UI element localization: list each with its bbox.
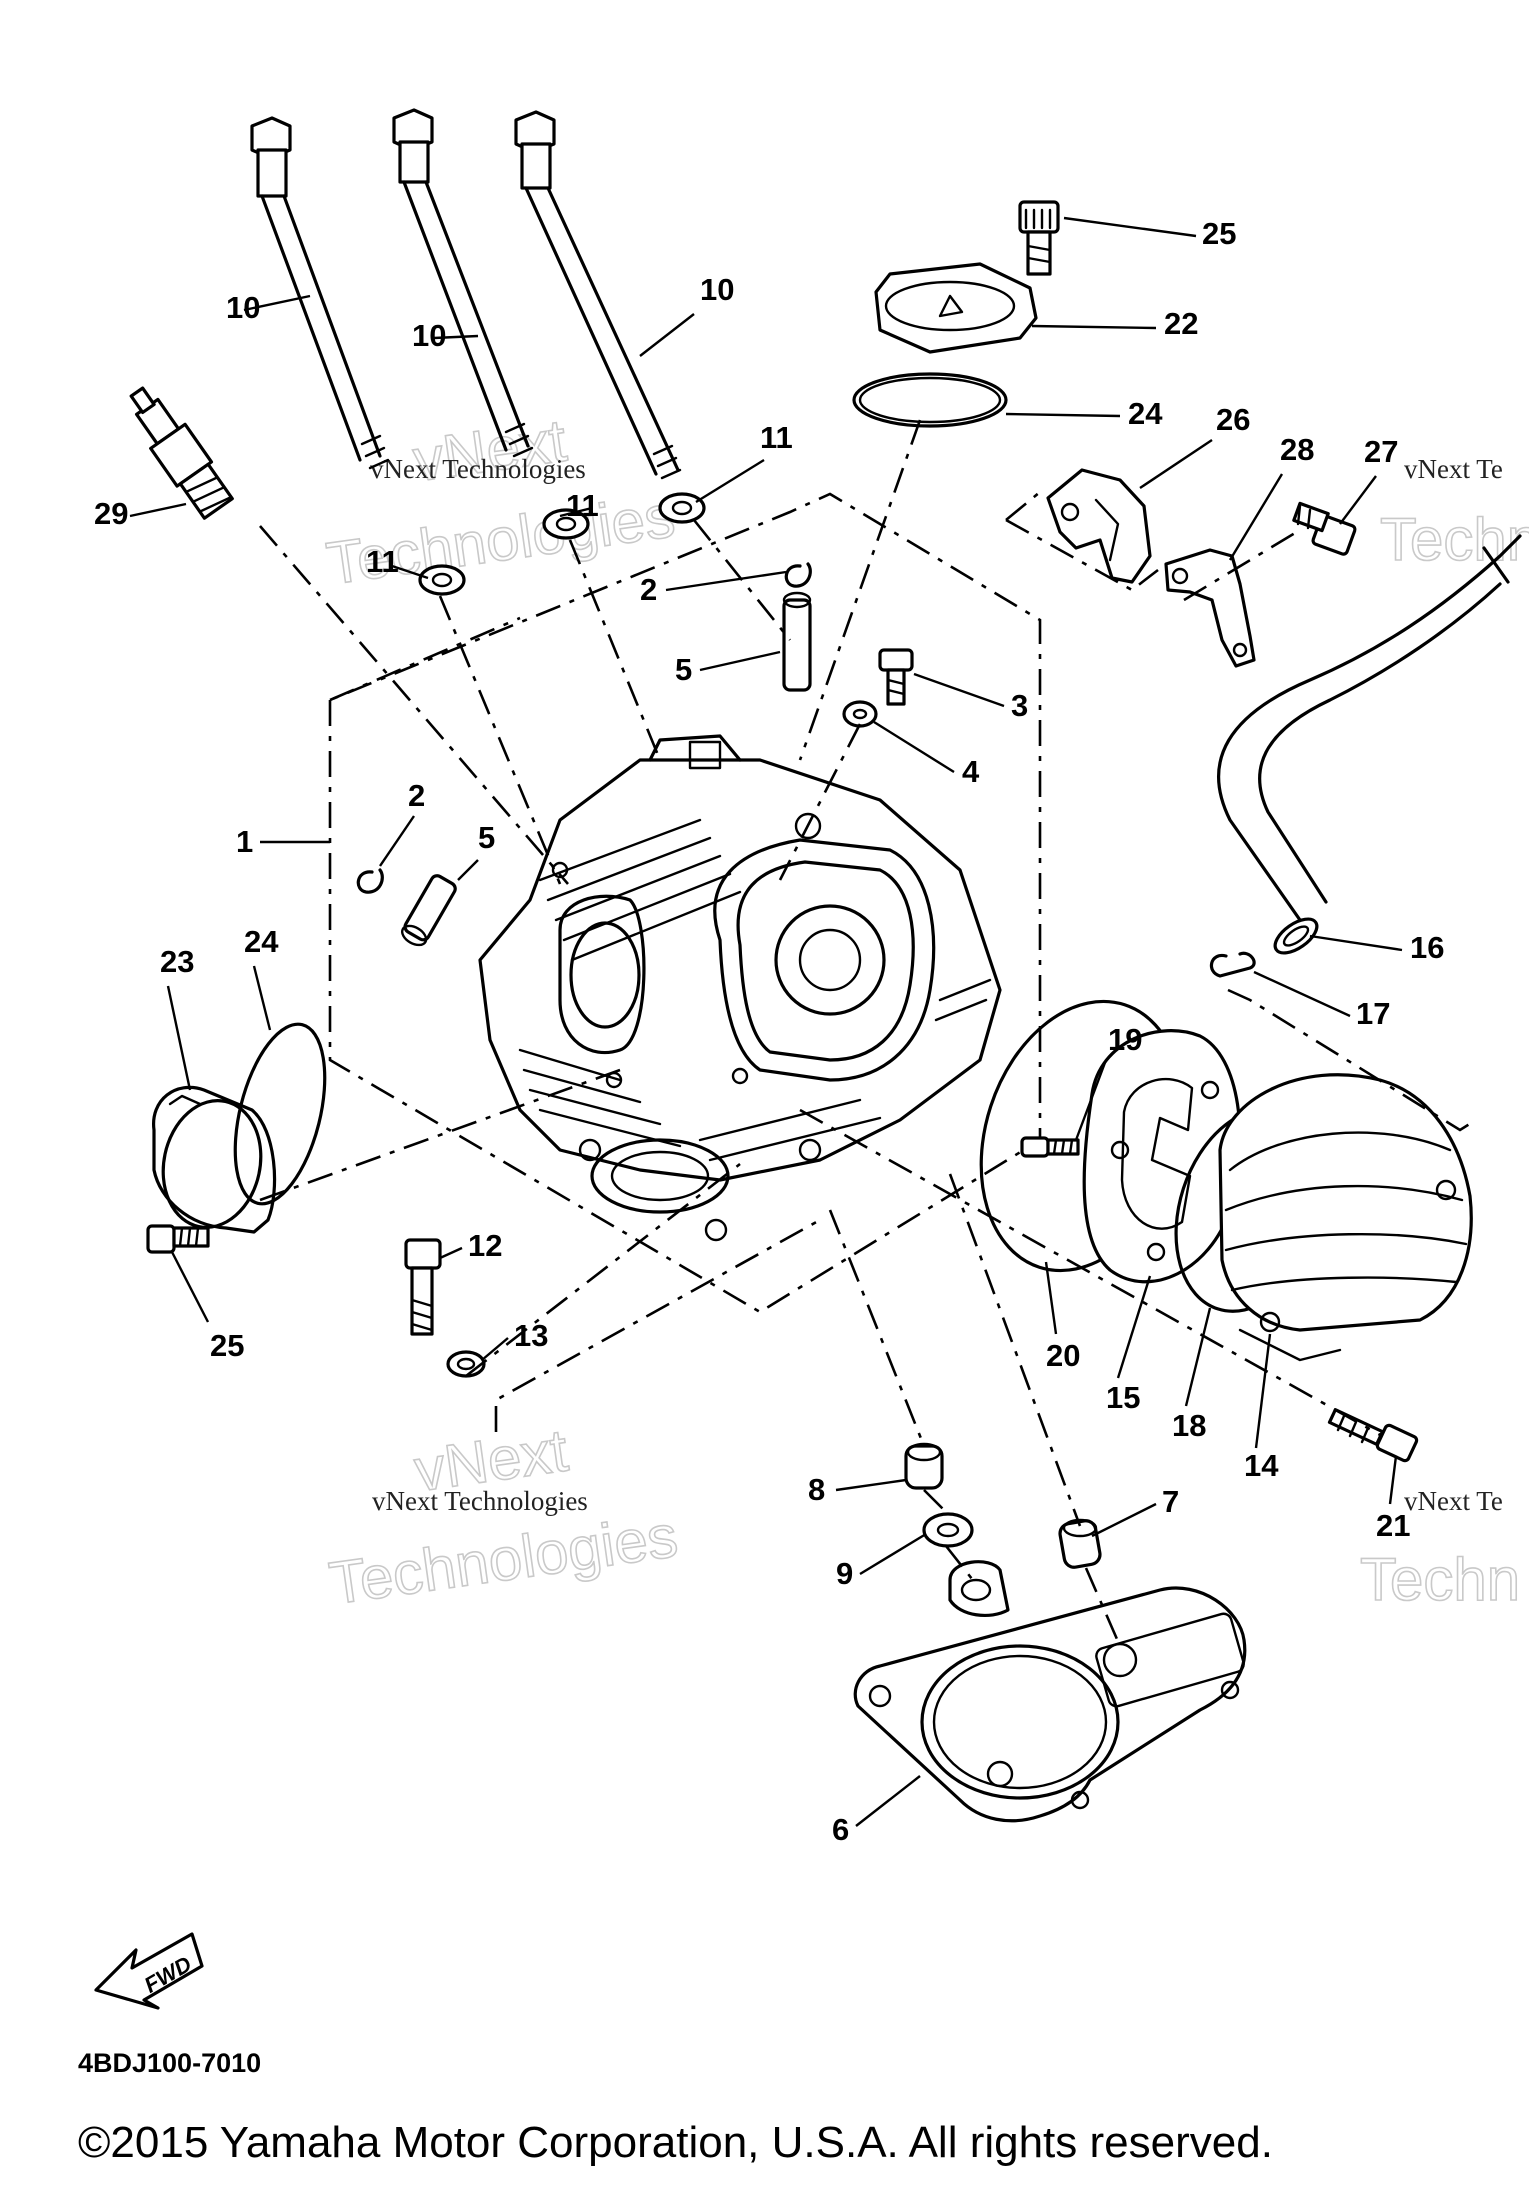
callout-label: 10 [226, 290, 260, 325]
callout-label: 29 [94, 496, 128, 531]
callout-label: 22 [1164, 306, 1198, 341]
callout-label: 18 [1172, 1408, 1206, 1443]
assembly-boundary [260, 492, 1042, 1314]
dowel-7 [1058, 1518, 1102, 1569]
callout-label: 24 [244, 924, 279, 959]
washer-9 [922, 1512, 974, 1548]
callout-label: 10 [412, 318, 446, 353]
callout-label: 13 [514, 1318, 548, 1353]
callout-label: 12 [468, 1228, 502, 1263]
screw-3 [878, 648, 914, 706]
callout-label: 21 [1376, 1508, 1410, 1543]
washer-4 [842, 700, 878, 728]
watermark-small-text: vNext Technologies [372, 1486, 588, 1516]
callout-label: 1 [236, 824, 253, 859]
cylinder-head [478, 734, 1002, 1242]
watermark-partial-big-right-top: Techn [1380, 506, 1529, 573]
callout-label: 7 [1162, 1484, 1179, 1519]
callout-label: 14 [1244, 1448, 1279, 1483]
callout-label: 6 [832, 1812, 849, 1847]
bolt-27 [1292, 501, 1357, 556]
valve-guide-right [782, 591, 812, 692]
bolt-25-top [1018, 200, 1060, 276]
callout-label: 25 [210, 1328, 244, 1363]
oring-24-top [852, 372, 1008, 428]
callout-label: 3 [1011, 688, 1028, 723]
callout-label: 17 [1356, 996, 1390, 1031]
callout-label: 11 [366, 544, 399, 579]
callout-label: 28 [1280, 432, 1314, 467]
diagram-part-number: 4BDJ100-7010 [78, 2048, 261, 2078]
clamp-28 [1164, 548, 1256, 668]
head-gasket-6 [853, 1560, 1247, 1823]
clip-right [784, 562, 812, 588]
dowel-8 [904, 1442, 944, 1490]
washer-middle [542, 508, 590, 540]
washer-left [418, 564, 466, 596]
valve-cover-14 [1218, 1073, 1473, 1362]
watermark-big-technologies: Technologies [325, 1502, 681, 1617]
callout-label: 8 [808, 1472, 825, 1507]
callout-label: 24 [1128, 396, 1163, 431]
fwd-arrow-icon: FWD [94, 1932, 204, 2010]
watermark-partial-right-top: vNext Te [1404, 454, 1503, 484]
callout-label: 15 [1106, 1380, 1140, 1415]
breather-hose-16 [1217, 534, 1522, 955]
plate-15 [1082, 1029, 1242, 1284]
callout-label: 19 [1108, 1022, 1142, 1057]
cooling-fins [518, 818, 992, 1162]
oring-24-left [233, 1022, 327, 1206]
watermark-partial-right-bottom: vNext Te [1404, 1486, 1503, 1516]
callout-label: 26 [1216, 402, 1250, 437]
callout-label: 11 [566, 488, 599, 523]
stud-bolt-right [514, 110, 682, 480]
callout-label: 5 [478, 820, 495, 855]
bracket-26 [1046, 468, 1152, 584]
valve-guide-left [400, 874, 457, 947]
callout-label: 5 [675, 652, 692, 687]
washer-13 [446, 1350, 486, 1378]
bolt-21 [1327, 1408, 1419, 1463]
watermark-partial-big-right-bottom: Techn [1360, 1546, 1520, 1613]
clip-17 [1209, 951, 1256, 978]
callout-label: 16 [1410, 930, 1444, 965]
callout-label: 20 [1046, 1338, 1080, 1373]
callout-label: 2 [640, 572, 657, 607]
cap-23 [152, 1085, 277, 1234]
callout-label: 4 [962, 754, 980, 789]
callout-label: 9 [836, 1556, 853, 1591]
spark-plug [129, 386, 234, 520]
stud-bolt-middle [392, 108, 534, 458]
callout-label: 10 [700, 272, 734, 307]
copyright-notice: ©2015 Yamaha Motor Corporation, U.S.A. A… [78, 2118, 1273, 2167]
guide-lines [259, 419, 1477, 1647]
bolt-19 [1020, 1136, 1080, 1158]
stud-bolt-left [250, 116, 390, 470]
callout-leaders [129, 216, 1403, 1827]
callout-label: 2 [408, 778, 425, 813]
callout-labels: 1223455678910101011111112131415161718192… [94, 216, 1444, 1847]
callout-label: 27 [1364, 434, 1398, 469]
clip-left [356, 868, 384, 894]
callout-label: 25 [1202, 216, 1236, 251]
callout-label: 11 [760, 420, 793, 455]
cap-22 [874, 262, 1038, 354]
bolt-12 [404, 1238, 442, 1336]
watermark-big-technologies: Technologies [323, 482, 679, 597]
washer-right [658, 492, 706, 524]
callout-label: 23 [160, 944, 194, 979]
watermark-small-text: vNext Technologies [370, 454, 586, 484]
bolt-25-left [146, 1224, 210, 1254]
